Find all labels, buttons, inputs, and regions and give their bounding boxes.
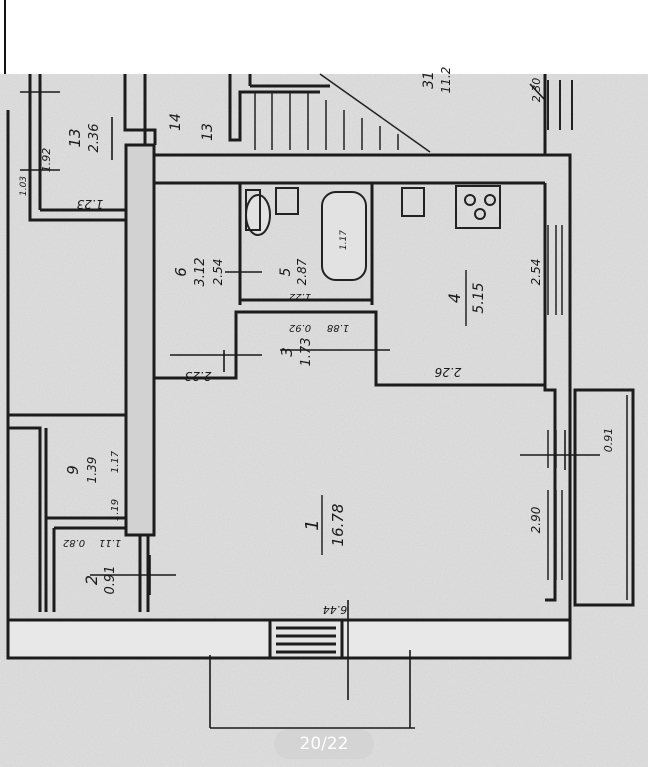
top-white-band [0, 0, 648, 74]
leader-lines [20, 83, 600, 729]
room-1-area: 16.78 [329, 504, 347, 547]
dim-1-17-left: 1.17 [110, 450, 121, 473]
dim-2-23: 2.23 [185, 369, 212, 383]
room-9-number: 9 [64, 465, 82, 475]
room-9-area: 1.39 [85, 457, 99, 484]
room-31-area: 11.2 [439, 67, 453, 94]
room-6-area: 3.12 [193, 258, 208, 287]
dim-1-17-bath: 1.17 [339, 230, 349, 250]
dim-6-44: 6.44 [323, 603, 348, 616]
room-6-number: 6 [172, 267, 190, 277]
dim-0-91-balcony: 0.91 [602, 428, 615, 453]
room-13-area: 2.36 [87, 124, 102, 153]
paper-grain [0, 74, 648, 767]
dim-2-54-left: 2.54 [211, 259, 225, 286]
room-13b-number: 13 [200, 123, 216, 141]
room-4-number: 4 [445, 293, 464, 303]
room-4-area: 5.15 [471, 282, 487, 313]
room-14-number: 14 [168, 113, 184, 131]
walls [6, 74, 635, 660]
dim-1-23: 1.23 [77, 197, 104, 211]
dim-2-54-right: 2.54 [529, 259, 543, 286]
room-5-area: 2.87 [295, 258, 309, 285]
windows [547, 225, 563, 580]
room-3-number: 3 [278, 347, 296, 357]
room-5-number: 5 [278, 267, 294, 276]
room-2-number: 2 [82, 575, 101, 585]
room-2-area: 0.91 [103, 566, 118, 595]
dim-1-88: 1.88 [327, 322, 349, 333]
room-13-number: 13 [66, 128, 84, 147]
dim-0-82: 0.82 [63, 537, 85, 548]
dim-2-26: 2.26 [434, 365, 461, 379]
dim-1-19: 1.19 [110, 499, 121, 521]
dim-1-11: 1.11 [99, 537, 121, 548]
room-1-number: 1 [302, 519, 323, 530]
image-counter-badge: 20/22 [274, 729, 374, 759]
dim-1-22: 1.22 [289, 291, 311, 302]
top-stair [254, 73, 573, 153]
bathroom-fixtures [245, 185, 501, 281]
dim-1-92: 1.92 [40, 148, 53, 173]
room-3-area: 1.73 [299, 338, 314, 367]
room-31-number: 31 [421, 71, 437, 89]
dim-2-30: 2.30 [530, 78, 543, 103]
dim-2-90: 2.90 [529, 506, 543, 533]
labels: 1 16.78 2 0.91 3 1.73 4 5.15 5 2.87 6 3.… [19, 67, 615, 616]
dim-1-03: 1.03 [19, 176, 29, 196]
dim-0-92: 0.92 [289, 322, 311, 333]
